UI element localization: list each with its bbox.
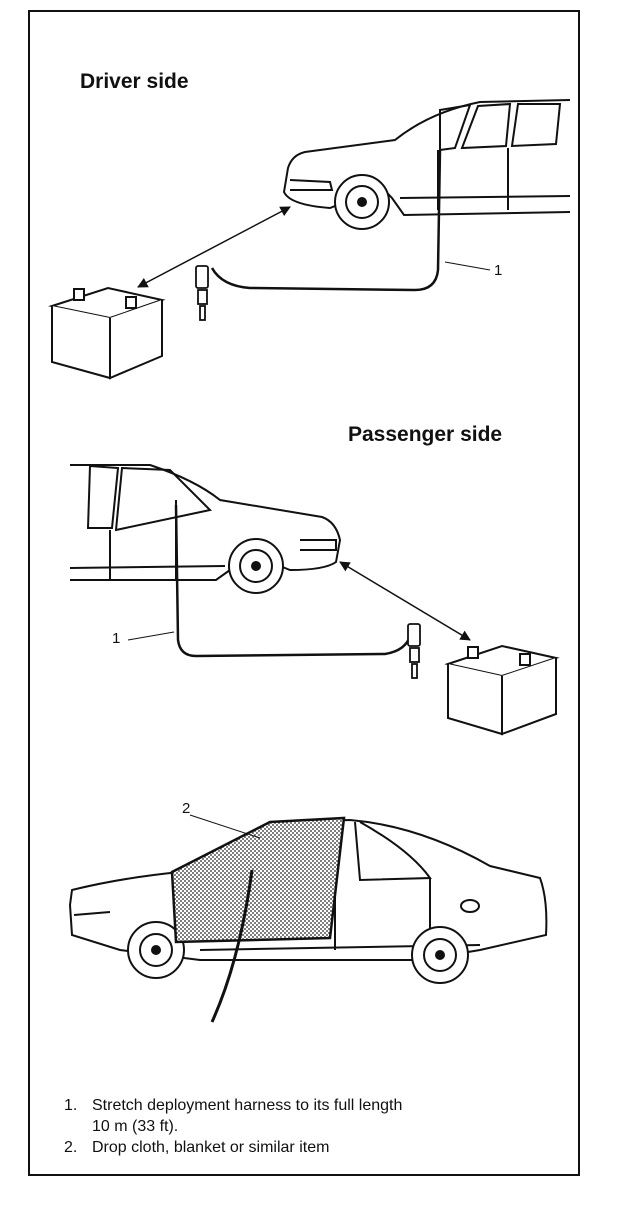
driver-harness <box>210 149 442 292</box>
note-text: Stretch deployment harness to its full l… <box>92 1097 403 1114</box>
note-number: 1. <box>64 1097 78 1114</box>
driver-harness-connector <box>195 265 209 321</box>
driver-battery <box>48 286 166 380</box>
note-text: 10 m (33 ft). <box>92 1118 179 1135</box>
covered-car-front-wheel <box>127 921 185 979</box>
driver-car-wheel <box>334 174 390 230</box>
passenger-battery <box>444 644 560 736</box>
driver-side-heading: Driver side <box>80 70 189 93</box>
figure-border <box>28 10 580 1176</box>
passenger-car-wheel <box>228 538 284 594</box>
callout-1-driver: 1 <box>494 262 503 279</box>
driver-car <box>282 99 571 217</box>
driver-distance-arrow <box>137 206 291 288</box>
passenger-distance-arrow <box>339 561 471 641</box>
note-item-2: 2. Drop cloth, blanket or similar item <box>64 1137 544 1158</box>
callout-1-passenger: 1 <box>112 630 121 647</box>
note-item-1: 1. Stretch deployment harness to its ful… <box>64 1095 544 1137</box>
passenger-harness-connector <box>407 623 421 679</box>
note-text: Drop cloth, blanket or similar item <box>92 1139 330 1156</box>
drop-cloth <box>170 816 346 944</box>
notes-list: 1. Stretch deployment harness to its ful… <box>64 1095 544 1158</box>
passenger-car <box>69 464 342 581</box>
note-number: 2. <box>64 1139 78 1156</box>
covered-car-rear-wheel <box>411 926 469 984</box>
cloth-harness <box>210 869 254 1023</box>
passenger-side-heading: Passenger side <box>348 423 503 446</box>
callout-2: 2 <box>182 800 191 817</box>
